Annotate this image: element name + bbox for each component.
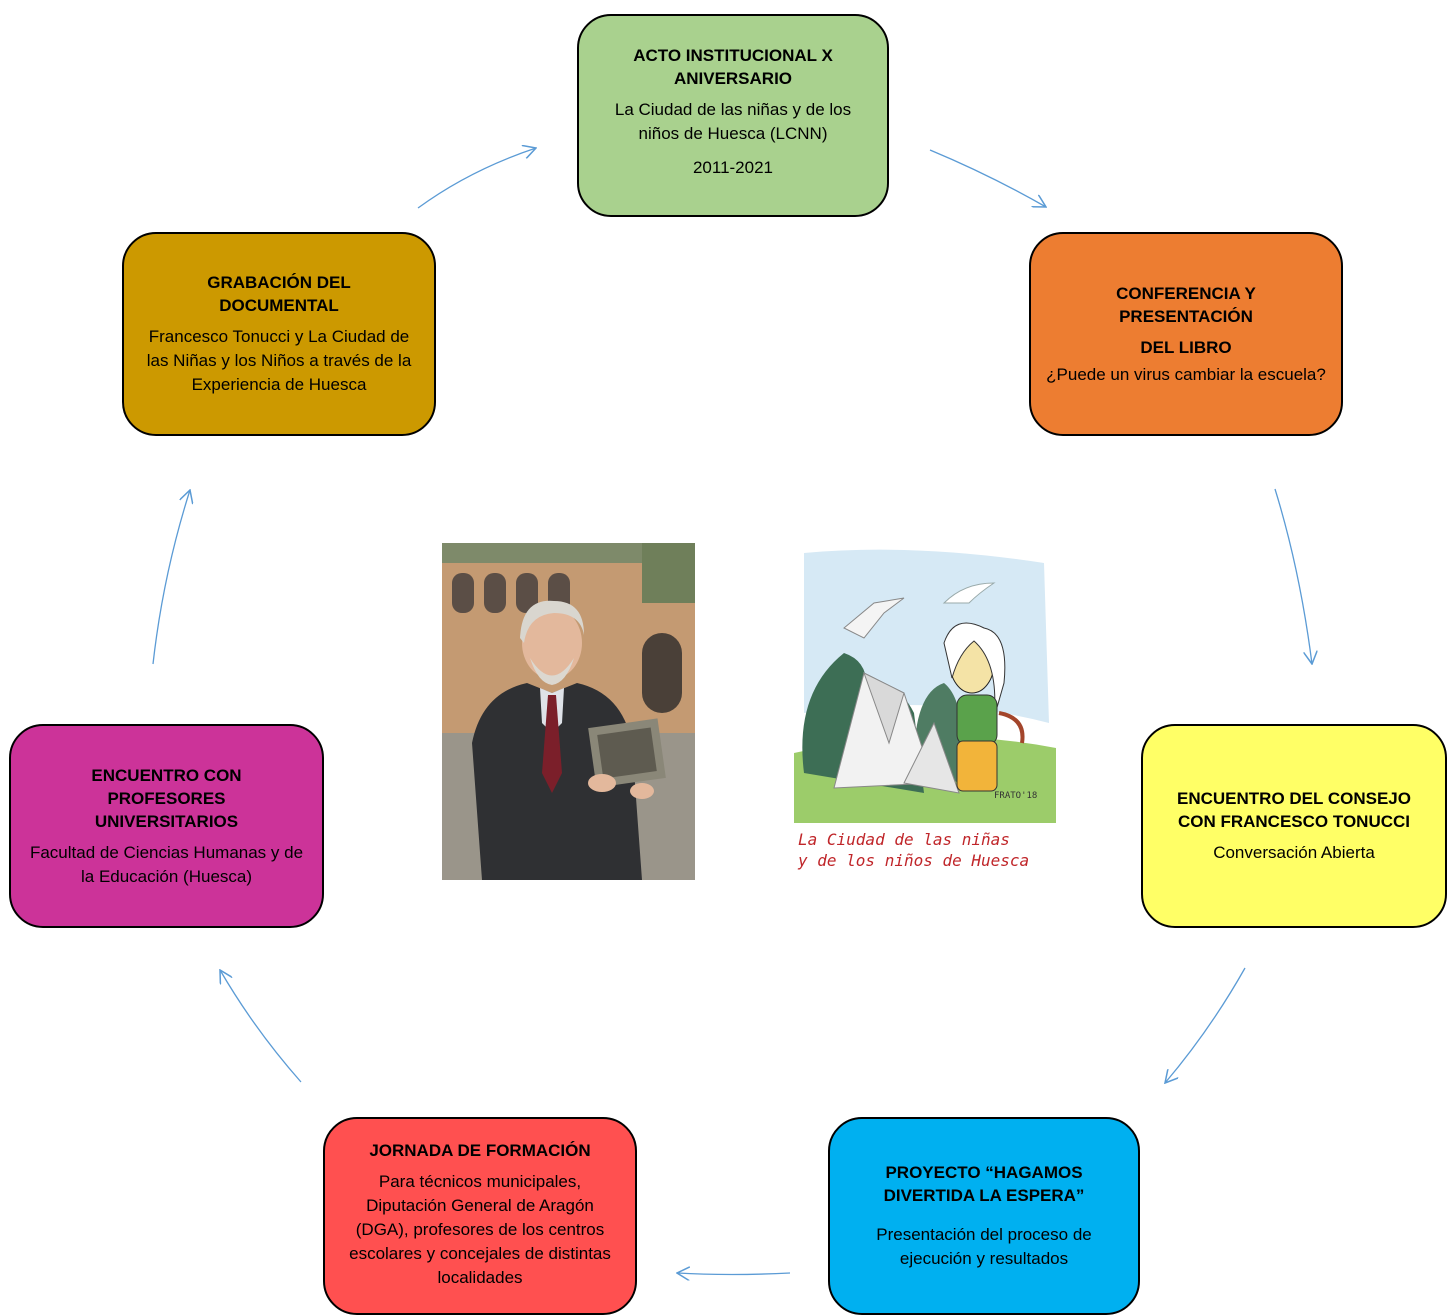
node-body: Francesco Tonucci y La Ciudad de las Niñ… — [146, 327, 412, 394]
node-title: ENCUENTRO DEL CONSEJO CON FRANCESCO TONU… — [1177, 789, 1411, 831]
arrow-acto-to-conferencia — [929, 149, 1046, 207]
arrow-conferencia-to-consejo — [1274, 488, 1312, 664]
watercolor-illustration: FRATO'18 — [794, 549, 1056, 823]
node-body: Presentación del proceso de ejecución y … — [876, 1225, 1092, 1268]
node-acto-institucional: ACTO INSTITUCIONAL X ANIVERSARIO La Ciud… — [577, 14, 889, 217]
arrow-consejo-to-proyecto — [1165, 967, 1246, 1083]
node-body: La Ciudad de las niñas y de los niños de… — [614, 100, 852, 143]
node-body: ¿Puede un virus cambiar la escuela? — [1046, 364, 1326, 384]
node-encuentro-profesores: ENCUENTRO CON PROFESORES UNIVERSITARIOS … — [9, 724, 324, 928]
photo-francesco-tonucci — [442, 543, 695, 880]
node-title: GRABACIÓN DEL DOCUMENTAL — [207, 273, 351, 315]
node-grabacion-documental: GRABACIÓN DEL DOCUMENTAL Francesco Tonuc… — [122, 232, 436, 436]
drawing-caption: La Ciudad de las niñas y de los niños de… — [798, 830, 1030, 870]
arrow-proyecto-to-jornada — [677, 1273, 791, 1275]
arrow-encuentro-to-grabacion — [152, 490, 190, 665]
node-conferencia: CONFERENCIA Y PRESENTACIÓN DEL LIBRO ¿Pu… — [1029, 232, 1343, 436]
node-title: JORNADA DE FORMACIÓN — [369, 1141, 591, 1160]
photo-illustration — [442, 543, 695, 880]
arrow-jornada-to-encuentro — [220, 970, 302, 1083]
node-year: 2011-2021 — [692, 158, 774, 177]
node-body: Facultad de Ciencias Humanas y de la Edu… — [29, 842, 304, 886]
node-jornada-formacion: JORNADA DE FORMACIÓN Para técnicos munic… — [323, 1117, 637, 1315]
node-encuentro-consejo: ENCUENTRO DEL CONSEJO CON FRANCESCO TONU… — [1141, 724, 1447, 928]
illustration-ciudad-ninos: FRATO'18 La Ciudad de las niñas y de los… — [794, 543, 1056, 883]
node-body: Para técnicos municipales, Diputación Ge… — [349, 1172, 611, 1287]
node-title: ENCUENTRO CON PROFESORES UNIVERSITARIOS — [91, 765, 242, 831]
node-title: PROYECTO “HAGAMOS DIVERTIDA LA ESPERA” — [883, 1163, 1085, 1205]
node-body: Conversación Abierta — [1213, 843, 1375, 862]
node-title: ACTO INSTITUCIONAL X ANIVERSARIO — [633, 46, 833, 88]
node-proyecto: PROYECTO “HAGAMOS DIVERTIDA LA ESPERA” P… — [828, 1117, 1140, 1315]
arrow-grabacion-to-acto — [417, 148, 536, 209]
node-title-line: DEL LIBRO — [1140, 337, 1232, 357]
drawing-signature: FRATO'18 — [994, 791, 1037, 801]
node-title: CONFERENCIA Y PRESENTACIÓN — [1116, 283, 1256, 326]
